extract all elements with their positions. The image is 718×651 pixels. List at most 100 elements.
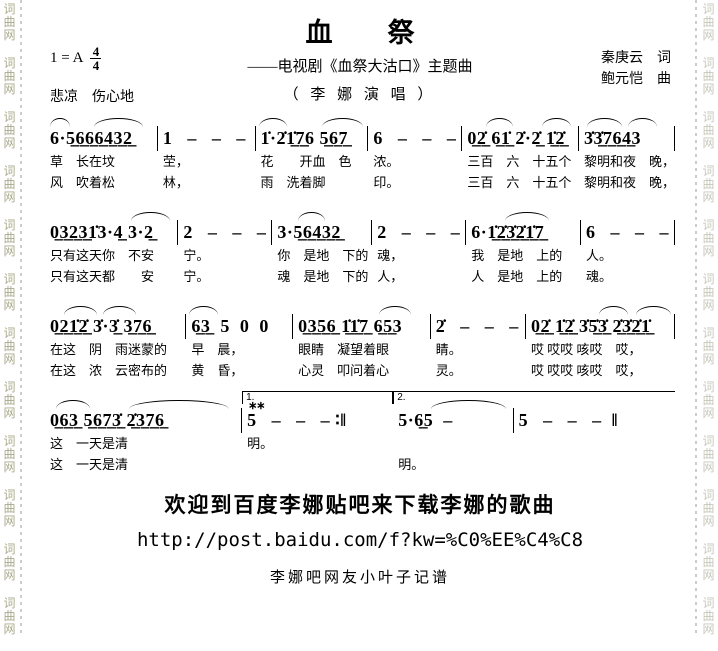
measure-notes: 0̲3̲2̲3̲1̇3·4̲ 3·2̲ — [48, 212, 179, 245]
lyric-line-1: 茔， — [162, 154, 189, 169]
lyric-line-1: 草 长在坟 — [50, 154, 116, 169]
measure-notes: 5 – – – ‖ — [518, 410, 618, 430]
measure-notes: 1 – – – — [161, 126, 256, 151]
watermark-text: 词曲网 — [702, 2, 715, 42]
lyric-line-1: 宁。 — [183, 248, 210, 263]
measure: 2.5·6̲5 –明。 — [393, 391, 514, 475]
watermark-right: 词曲网词曲网词曲网词曲网词曲网词曲网词曲网词曲网词曲网词曲网词曲网词曲网 — [700, 3, 717, 651]
measure: 6 – – –人。魂。 — [581, 204, 676, 287]
slur-arc — [541, 118, 572, 127]
lyric-line-1: 睛。 — [435, 342, 462, 357]
measure-notes: 0̲2̲̇ 1̲̇2̲̇ 3̇5̲̇3̲̇ 2̲̇3̲̇2̲̇1̲̇ — [529, 306, 675, 339]
lyric-line-2: 三百 六 十五个 — [467, 175, 572, 190]
lyric-line-1: 早 晨， — [191, 342, 244, 357]
lyric-line-1: 这 一天是清 — [50, 436, 129, 451]
lyric-line-2: 林， — [162, 175, 189, 190]
lyricist: 秦庚云 词 — [601, 51, 671, 66]
system: 0̲2̲1̲̇2̲̇ 3̇·3̲̇ 3̲7̲6̲在这 阴 雨迷蒙的在这 浓 云密… — [45, 298, 675, 381]
footer: 欢迎到百度李娜贴吧来下载李娜的歌曲 http://post.baidu.com/… — [45, 489, 675, 587]
lyric-line-2: 灵。 — [435, 363, 462, 378]
dashed-border-right — [695, 0, 697, 637]
lyric-line-1: 人。 — [586, 248, 613, 263]
watermark-text: 词曲网 — [702, 326, 715, 366]
time-signature: 4 4 — [90, 45, 102, 73]
lyric-line-1: 浓。 — [373, 154, 400, 169]
watermark-text: 词曲网 — [702, 380, 715, 420]
lyric-line-2: 明。 — [398, 457, 425, 472]
ornament-mark: ∗∗ — [248, 400, 265, 412]
lyric-line-1: 明。 — [247, 436, 274, 451]
measure: 5 – – – ‖ — [513, 391, 675, 475]
watermark-text: 词曲网 — [3, 218, 16, 258]
slur-arc — [130, 212, 170, 221]
lyric-line-2: 魂 是地 下的 — [277, 269, 369, 284]
slur-arc — [586, 118, 622, 127]
performer-line: （ 李 娜 演 唱 ） — [283, 87, 437, 103]
credits: 秦庚云 词 鲍元恺 曲 — [601, 48, 671, 90]
measure: 0̲2̲1̲̇2̲̇ 3̇·3̲̇ 3̲7̲6̲在这 阴 雨迷蒙的在这 浓 云密… — [45, 298, 187, 381]
slur-arc — [189, 306, 219, 315]
lyric-line-1: 三百 六 十五个 — [467, 154, 572, 169]
watermark-text: 词曲网 — [3, 380, 16, 420]
slur-arc — [485, 118, 513, 127]
lyric-line-1: 哎 哎哎 咳哎 哎， — [530, 342, 642, 357]
volta-bracket — [513, 391, 675, 404]
watermark-text: 词曲网 — [702, 272, 715, 312]
time-denominator: 4 — [92, 58, 100, 73]
watermark-left: 词曲网词曲网词曲网词曲网词曲网词曲网词曲网词曲网词曲网词曲网词曲网词曲网 — [1, 3, 18, 651]
measure-notes: 0̲3̲5̲6̲ 1̲̇1̲̇7̲ 6̲5̲3 — [296, 306, 431, 339]
watermark-text: 词曲网 — [3, 2, 16, 42]
promo-url: http://post.baidu.com/f?kw=%C0%EE%C4%C8 — [136, 529, 584, 551]
volta-bracket: 1. — [242, 391, 394, 404]
watermark-text: 词曲网 — [3, 56, 16, 96]
slur-arc — [598, 306, 628, 315]
lyric-line-1 — [396, 433, 513, 454]
measure: 0̲2̲̇ 1̲̇2̲̇ 3̇5̲̇3̲̇ 2̲̇3̲̇2̲̇1̲̇ 哎 哎哎 咳… — [526, 298, 675, 381]
lyric-line-1: 你 是地 下的 — [277, 248, 369, 263]
lyric-line-2: 哎 哎哎 咳哎 哎， — [530, 363, 642, 378]
watermark-text: 词曲网 — [702, 434, 715, 474]
lyric-line-2: 只有这天都 安 — [50, 269, 155, 284]
slur-arc — [504, 212, 549, 221]
measure-notes: 2̇ – – – — [434, 314, 526, 339]
watermark-text: 词曲网 — [702, 596, 715, 636]
lyric-line-2: 这 一天是清 — [50, 457, 129, 472]
fraction-bar — [90, 58, 102, 59]
measure: 6 – – –浓。印。 — [368, 110, 463, 193]
watermark-text: 词曲网 — [702, 164, 715, 204]
slur-arc — [55, 400, 91, 409]
watermark-text: 词曲网 — [702, 218, 715, 258]
lyric-line-2: 心灵 叩问着心 — [298, 363, 390, 378]
slur-arc — [93, 118, 143, 127]
measure: 0̲2̲̇ 6̲1̲̇ 2̇·2̲̇ 1̲̇2̲̇ 三百 六 十五个三百 六 十五… — [462, 110, 579, 193]
lyric-line-2: 在这 浓 云密布的 — [50, 363, 168, 378]
dashed-border-left — [20, 0, 22, 637]
measure-notes: 6 – – – — [371, 126, 463, 151]
volta-bracket: 2. — [393, 391, 514, 404]
sheet-content: 血 祭 ——电视剧《血祭大沽口》主题曲 （ 李 娜 演 唱 ） 1 = A 4 … — [45, 0, 676, 587]
watermark-text: 词曲网 — [702, 110, 715, 150]
measure-notes: 2 – – – — [181, 220, 273, 245]
promo-text: 欢迎到百度李娜贴吧来下载李娜的歌曲 — [164, 493, 556, 517]
measure-notes: 6 – – – — [584, 220, 676, 245]
watermark-text: 词曲网 — [3, 596, 16, 636]
slur-arc — [64, 306, 98, 315]
watermark-text: 词曲网 — [3, 542, 16, 582]
watermark-text: 词曲网 — [3, 488, 16, 528]
watermark-text: 词曲网 — [3, 326, 16, 366]
slur-arc — [50, 118, 70, 127]
measure: 3·5̲6̲4̲3̲2̲你 是地 下的魂 是地 下的 — [272, 204, 373, 287]
watermark-text: 词曲网 — [702, 56, 715, 96]
slur-arc — [298, 212, 326, 221]
measure: 6·1̲̇2̲̇3̲̇2̲̇1̲̇7̲我 是地 上的人 是地 上的 — [466, 204, 582, 287]
lyric-line-2: 黄 昏， — [191, 363, 244, 378]
song-title: 血 祭 — [305, 18, 429, 48]
tempo-marking: 悲凉 伤心地 — [50, 90, 134, 105]
lyric-line-2: 人， — [377, 269, 404, 284]
slur-arc — [628, 118, 658, 127]
watermark-text: 词曲网 — [702, 488, 715, 528]
measure-notes: 0̲2̲̇ 6̲1̲̇ 2̇·2̲̇ 1̲̇2̲̇ — [465, 118, 579, 151]
